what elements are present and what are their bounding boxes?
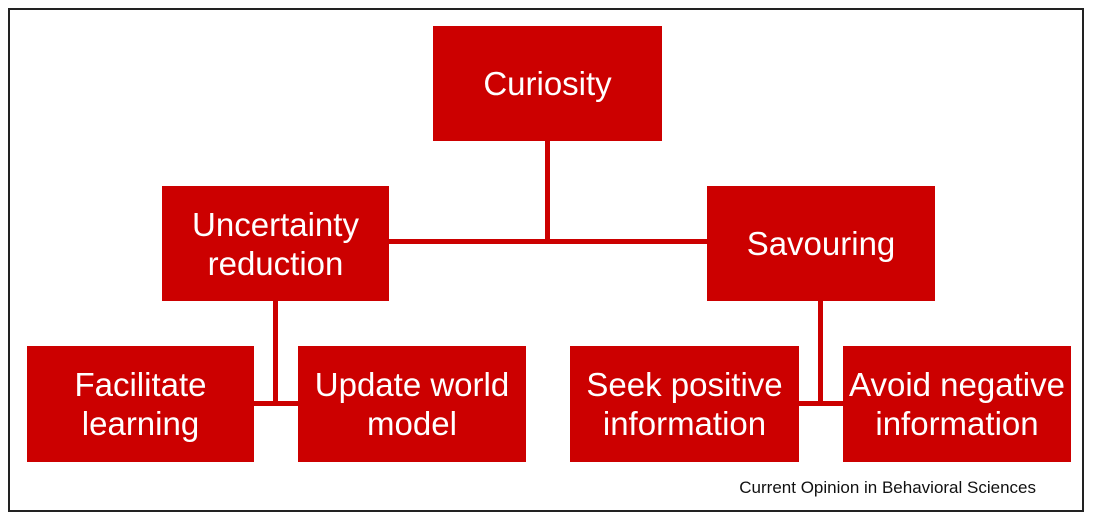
node-savouring: Savouring	[707, 186, 935, 301]
node-avoid-negative-information: Avoid negative information	[843, 346, 1071, 462]
node-uncertainty-reduction: Uncertainty reduction	[162, 186, 389, 301]
connector-curiosity-stem	[545, 140, 550, 244]
connector-right-horizontal	[797, 401, 844, 406]
node-curiosity: Curiosity	[433, 26, 662, 141]
node-facilitate-learning: Facilitate learning	[27, 346, 254, 462]
node-update-world-model: Update world model	[298, 346, 526, 462]
connector-uncertainty-stem	[273, 300, 278, 406]
connector-top-horizontal	[388, 239, 708, 244]
connector-savouring-stem	[818, 300, 823, 406]
node-seek-positive-information: Seek positive information	[570, 346, 799, 462]
connector-left-horizontal	[252, 401, 300, 406]
journal-credit: Current Opinion in Behavioral Sciences	[739, 478, 1036, 497]
